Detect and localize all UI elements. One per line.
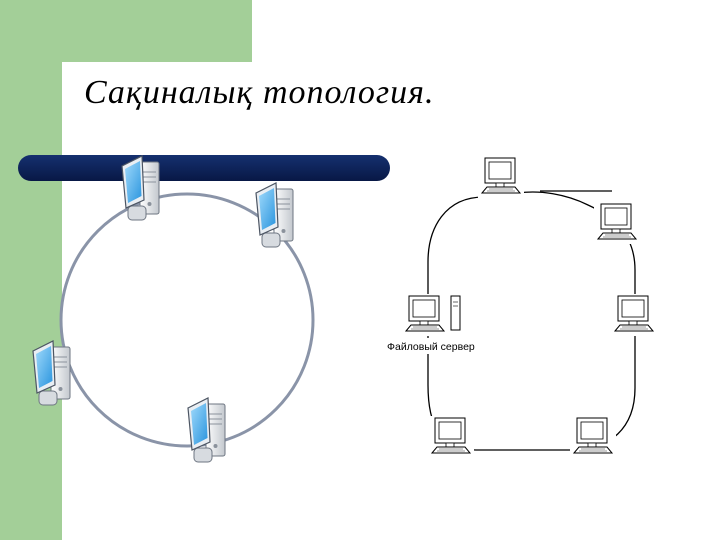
file-server-icon [402, 294, 462, 336]
desktop-computer-icon [187, 397, 226, 463]
computer-terminal-icon [481, 157, 521, 194]
file-server-label: Файловый сервер [387, 341, 475, 353]
desktop-computer-icon [32, 340, 71, 406]
computer-terminal-icon [597, 203, 637, 240]
slide-title: Сақиналық топология. [84, 74, 435, 111]
slide-accent-left [0, 0, 62, 540]
server-label-background [384, 338, 506, 354]
header-bar [18, 155, 390, 181]
slide-content-panel [62, 62, 720, 540]
computer-terminal-icon [614, 295, 654, 332]
computer-terminal-icon [431, 417, 471, 454]
desktop-computer-icon [121, 155, 160, 221]
computer-terminal-icon [573, 417, 613, 454]
desktop-computer-icon [255, 182, 294, 248]
ring-cable-left [59, 192, 315, 448]
